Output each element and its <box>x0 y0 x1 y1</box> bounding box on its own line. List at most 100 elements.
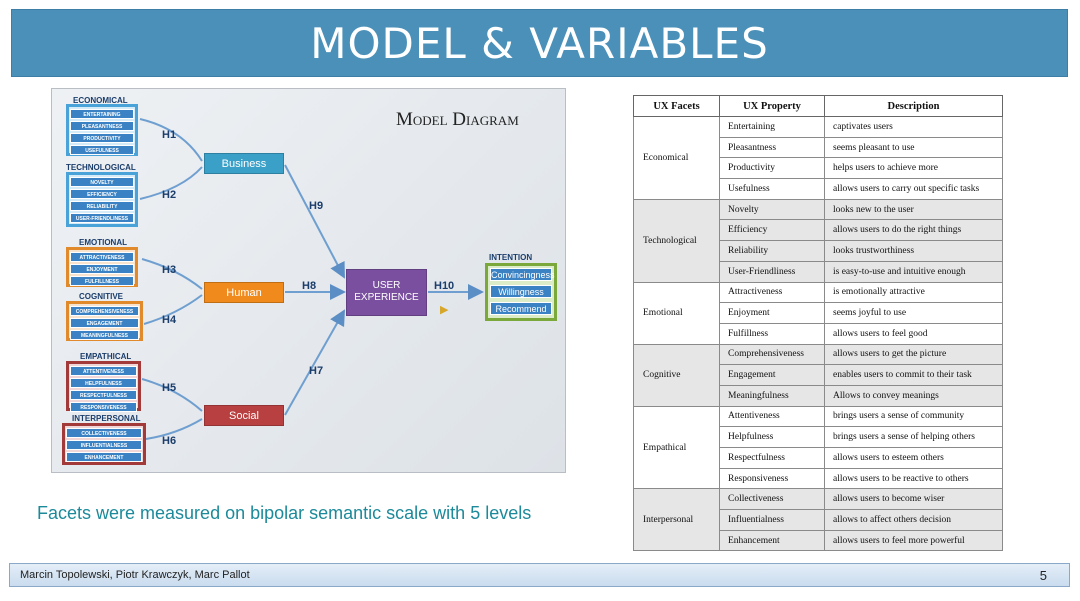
chip-convincingness: Convincingness <box>490 268 555 281</box>
chip-enjoyment: ENJOYMENT <box>70 264 134 274</box>
hypothesis-h9: H9 <box>309 200 324 212</box>
chip-user-friendliness: USER-FRIENDLINESS <box>70 213 134 223</box>
chip-respectfulness: RESPECTFULNESS <box>70 390 137 400</box>
facets-table: UX Facets UX Property Description Econom… <box>633 95 1003 552</box>
property-cell: Collectiveness <box>719 488 825 511</box>
description-cell: brings users a sense of community <box>824 405 1003 428</box>
description-cell: allows users to esteem others <box>824 447 1003 469</box>
facet-cell: Cognitive <box>633 343 720 407</box>
chip-collectiveness: COLLECTIVENESS <box>66 428 142 438</box>
description-cell: captivates users <box>824 116 1003 138</box>
facet-cell: Interpersonal <box>633 488 720 552</box>
hypothesis-h1: H1 <box>162 129 177 141</box>
chip-attentiveness: ATTENTIVENESS <box>70 366 137 376</box>
facet-cell: Emotional <box>633 281 720 345</box>
chip-recommend: Recommend <box>490 302 552 315</box>
header-description: Description <box>824 95 1003 117</box>
group-technological: NOVELTY EFFICIENCY RELIABILITY USER-FRIE… <box>66 172 138 227</box>
chip-influentialness: INFLUENTIALNESS <box>66 440 142 450</box>
description-cell: brings users a sense of helping others <box>824 426 1003 448</box>
hypothesis-h6: H6 <box>162 435 177 447</box>
group-title-empathical: EMPATHICAL <box>80 352 132 361</box>
description-cell: seems joyful to use <box>824 302 1003 324</box>
arrow-h7 <box>284 309 345 416</box>
hypothesis-h3: H3 <box>162 264 177 276</box>
property-cell: Engagement <box>719 364 825 386</box>
group-emotional: ATTRACTIVENESS ENJOYMENT FULFILLNESS <box>66 247 138 287</box>
facet-cell: Technological <box>633 198 720 283</box>
facet-cell: Economical <box>633 116 720 200</box>
property-cell: Enjoyment <box>719 302 825 324</box>
mouse-cursor-icon: ▶ <box>440 304 449 316</box>
group-title-economical: ECONOMICAL <box>73 96 128 105</box>
hypothesis-h5: H5 <box>162 382 177 394</box>
chip-meaningfulness: MEANINGFULNESS <box>70 330 139 340</box>
property-cell: User-Friendliness <box>719 260 825 283</box>
property-cell: Helpfulness <box>719 426 825 448</box>
property-cell: Pleasantness <box>719 136 825 159</box>
chip-responsiveness: RESPONSIVENESS <box>70 402 137 412</box>
hypothesis-h2: H2 <box>162 189 177 201</box>
chip-novelty: NOVELTY <box>70 177 134 187</box>
description-cell: allows users to feel more powerful <box>824 529 1003 552</box>
header-ux-property: UX Property <box>719 95 825 117</box>
chip-enhancement: ENHANCEMENT <box>66 452 142 462</box>
property-cell: Attentiveness <box>719 405 825 428</box>
property-cell: Usefulness <box>719 178 825 200</box>
description-cell: seems pleasant to use <box>824 136 1003 159</box>
intention-title: INTENTION <box>489 253 533 262</box>
property-cell: Attractiveness <box>719 281 825 304</box>
table-header-row: UX Facets UX Property Description <box>633 95 1003 117</box>
chip-fulfillness: FULFILLNESS <box>70 276 134 286</box>
group-empathical: ATTENTIVENESS HELPFULNESS RESPECTFULNESS… <box>66 361 141 412</box>
description-cell: allows users to be reactive to others <box>824 467 1003 490</box>
intention-group: Convincingness Willingness Recommend <box>485 263 557 321</box>
description-cell: allows users to get the picture <box>824 343 1003 366</box>
description-cell: helps users to achieve more <box>824 157 1003 180</box>
hypothesis-h8: H8 <box>302 280 317 292</box>
slide-title-bar: MODEL & VARIABLES <box>11 9 1068 77</box>
property-cell: Enhancement <box>719 529 825 552</box>
property-cell: Novelty <box>719 198 825 221</box>
property-cell: Influentialness <box>719 509 825 531</box>
node-human: Human <box>204 282 284 303</box>
property-cell: Fulfillness <box>719 322 825 345</box>
model-diagram: Model Diagram ECONOMICAL ENTERTAINING PL… <box>51 88 566 473</box>
group-title-interpersonal: INTERPERSONAL <box>72 414 141 423</box>
chip-engagement: ENGAGEMENT <box>70 318 139 328</box>
slide-caption: Facets were measured on bipolar semantic… <box>37 503 532 523</box>
property-cell: Entertaining <box>719 116 825 138</box>
property-cell: Meaningfulness <box>719 384 825 407</box>
arrow-h9 <box>284 164 345 279</box>
description-cell: allows to affect others decision <box>824 509 1003 531</box>
connector-emotional <box>141 258 203 290</box>
chip-helpfulness: HELPFULNESS <box>70 378 137 388</box>
property-cell: Responsiveness <box>719 467 825 490</box>
group-title-cognitive: COGNITIVE <box>79 292 124 301</box>
chip-entertaining: ENTERTAINING <box>70 109 134 119</box>
description-cell: is emotionally attractive <box>824 281 1003 304</box>
hypothesis-h4: H4 <box>162 314 177 326</box>
chip-reliability: RELIABILITY <box>70 201 134 211</box>
connector-cognitive <box>143 294 203 325</box>
node-user-experience: USER EXPERIENCE <box>346 269 427 316</box>
description-cell: allows users to carry out specific tasks <box>824 178 1003 200</box>
node-social: Social <box>204 405 284 426</box>
description-cell: enables users to commit to their task <box>824 364 1003 386</box>
ux-facets-table: UX Facets UX Property Description Econom… <box>633 95 1003 552</box>
slide-footer: Marcin Topolewski, Piotr Krawczyk, Marc … <box>9 563 1070 587</box>
description-cell: allows users to become wiser <box>824 488 1003 511</box>
description-cell: allows users to do the right things <box>824 219 1003 242</box>
connector-empathical <box>141 378 203 412</box>
group-interpersonal: COLLECTIVENESS INFLUENTIALNESS ENHANCEME… <box>62 423 146 465</box>
